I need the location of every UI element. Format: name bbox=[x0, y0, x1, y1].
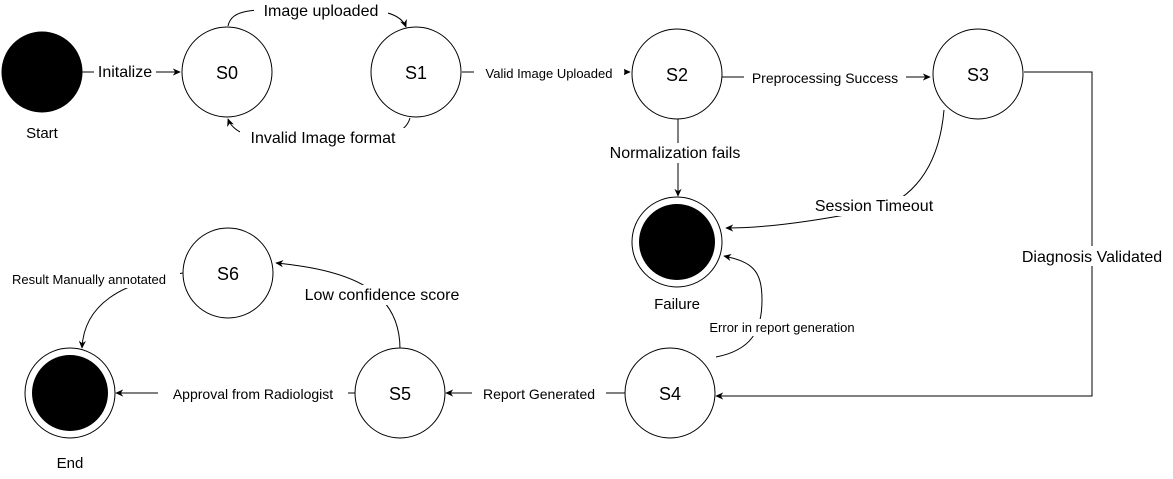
state-s5 bbox=[354, 347, 446, 439]
state-s0 bbox=[181, 26, 273, 118]
label-preprocessing-success: Preprocessing Success bbox=[752, 70, 898, 86]
state-s1-label: S1 bbox=[405, 63, 427, 83]
state-s5-label: S5 bbox=[389, 384, 411, 404]
edge-diagnosis-validated bbox=[715, 71, 1093, 400]
label-image-uploaded: Image uploaded bbox=[264, 3, 379, 20]
edge-error-in-report-generation bbox=[715, 253, 763, 358]
label-low-confidence-score: Low confidence score bbox=[305, 287, 460, 304]
end-label: End bbox=[57, 455, 84, 472]
state-nodes: Start S0 S1 S2 S3 Failure S6 S5 S4 End bbox=[1, 26, 1024, 472]
failure-node bbox=[639, 204, 715, 280]
state-s4-label: S4 bbox=[659, 384, 681, 404]
failure-label: Failure bbox=[654, 296, 700, 313]
start-label: Start bbox=[26, 125, 59, 142]
state-s3-label: S3 bbox=[967, 65, 989, 85]
label-diagnosis-validated: Diagnosis Validated bbox=[1022, 249, 1162, 266]
state-s2-label: S2 bbox=[666, 65, 688, 85]
state-s6-label: S6 bbox=[217, 264, 239, 284]
state-s1 bbox=[370, 26, 462, 118]
label-report-generated: Report Generated bbox=[483, 386, 595, 402]
state-s4 bbox=[624, 347, 716, 439]
state-s6 bbox=[182, 227, 274, 319]
state-s2 bbox=[631, 28, 723, 120]
edge-low-confidence-score bbox=[275, 260, 401, 350]
label-normalization-fails: Normalization fails bbox=[610, 145, 741, 162]
label-error-in-report-generation: Error in report generation bbox=[709, 320, 854, 335]
label-result-manually-annotated: Result Manually annotated bbox=[12, 272, 166, 287]
end-node bbox=[32, 355, 108, 431]
state-s0-label: S0 bbox=[216, 63, 238, 83]
edge-labels: Initalize Image uploaded Invalid Image f… bbox=[0, 1, 1173, 403]
state-s3 bbox=[932, 28, 1024, 120]
label-session-timeout: Session Timeout bbox=[815, 198, 934, 215]
label-valid-image-uploaded: Valid Image Uploaded bbox=[486, 66, 613, 81]
label-invalid-image-format: Invalid Image format bbox=[251, 130, 397, 147]
label-approval-from-radiologist: Approval from Radiologist bbox=[173, 386, 333, 402]
start-node bbox=[1, 31, 83, 113]
label-initialize: Initalize bbox=[98, 64, 152, 81]
